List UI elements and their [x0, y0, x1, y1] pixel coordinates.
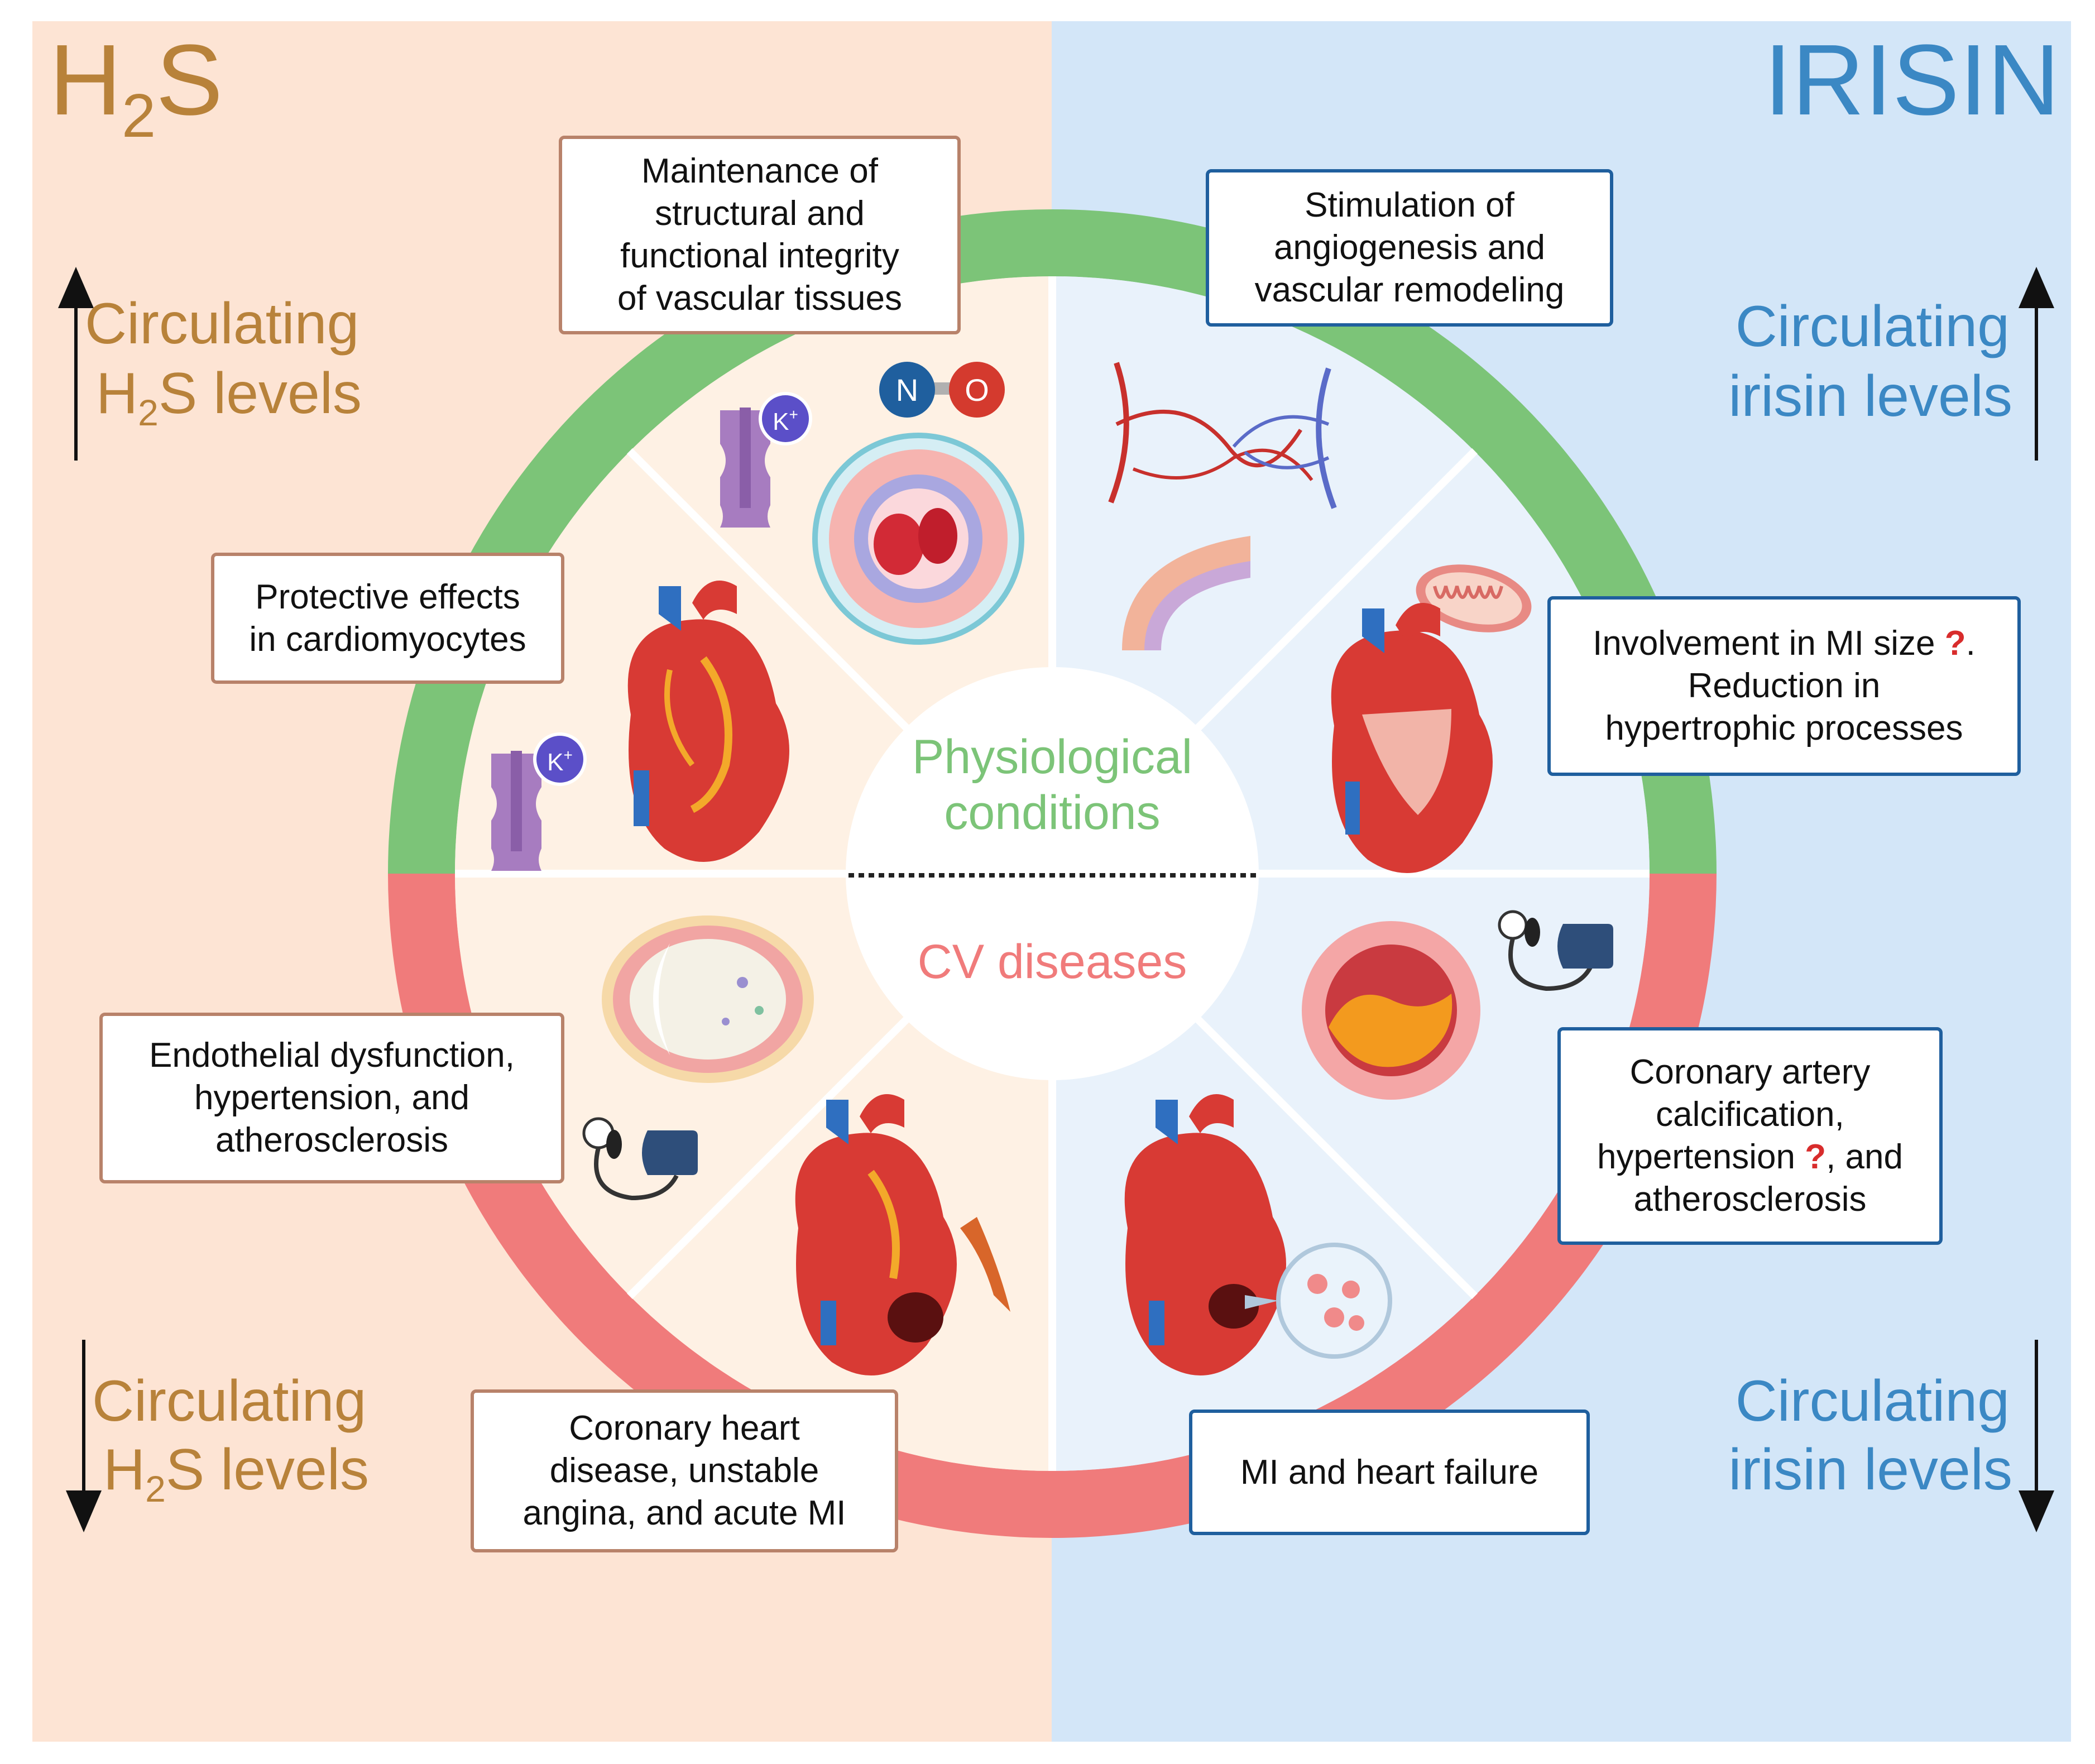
cardiomyocytes-line-2: in cardiomyocytes — [249, 620, 526, 659]
mi-size-line-1: Involvement in MI size ?. — [1593, 624, 1976, 663]
endothelial-line-1: Endothelial dysfunction, — [149, 1036, 515, 1075]
question-mark: ? — [1805, 1138, 1826, 1176]
atherosclerotic-vessel-icon — [602, 915, 814, 1083]
mi-size-box: Involvement in MI size ?. Reduction in h… — [1547, 596, 2021, 776]
potassium-channel-icon: K+ — [720, 392, 812, 528]
mi-size-line-3: hypertrophic processes — [1605, 709, 1963, 747]
coronary-calcification-box: Coronary artery calcification, hypertens… — [1557, 1027, 1943, 1245]
h2s-up-arrow-icon — [58, 267, 94, 461]
angiogenesis-line-2: angiogenesis and — [1273, 228, 1546, 267]
nitric-oxide-molecule-icon: N O — [879, 362, 1005, 418]
irisin-down-label-line1: Circulating — [1736, 1369, 2010, 1434]
coronary-calc-line-3: hypertension ?, and — [1597, 1138, 1904, 1176]
mitochondrion-icon — [1416, 564, 1532, 632]
mi-size-line-2: Reduction in — [1687, 667, 1881, 705]
physiological-label-line2: conditions — [944, 786, 1160, 840]
h2s-title: H2S — [49, 24, 223, 150]
irisin-up-label-line2: irisin levels — [1728, 364, 2012, 429]
disease-ring-arc — [388, 874, 1717, 1538]
cardiomyocytes-box: Protective effects in cardiomyocytes — [211, 553, 564, 684]
vascular-integrity-box: Maintenance of structural and functional… — [559, 136, 961, 334]
h2s-up-label-line1: Circulating — [85, 291, 359, 356]
vascular-integrity-line-4: of vascular tissues — [617, 279, 902, 318]
vessel-wall-icon — [1122, 536, 1250, 650]
cv-diseases-label: CV diseases — [918, 935, 1187, 989]
blood-vessel-cross-section-icon — [812, 433, 1024, 645]
heart-cross-section-icon — [1331, 603, 1493, 873]
calcified-artery-icon — [1302, 921, 1480, 1100]
cardiomyocytes-line-1: Protective effects — [255, 577, 520, 616]
endothelial-line-2: hypertension, and — [194, 1078, 469, 1117]
heart-failure-icon — [1124, 1094, 1392, 1375]
angiogenesis-line-3: vascular remodeling — [1254, 271, 1565, 309]
svg-text:K+: K+ — [547, 746, 573, 776]
irisin-title: IRISIN — [1764, 24, 2060, 136]
h2s-down-arrow-icon — [66, 1340, 102, 1532]
coronary-heart-line-1: Coronary heart — [569, 1409, 800, 1447]
svg-text:N: N — [896, 372, 918, 408]
angiogenesis-line-1: Stimulation of — [1305, 186, 1514, 224]
coronary-heart-disease-box: Coronary heart disease, unstable angina,… — [471, 1389, 898, 1552]
endothelial-dysfunction-box: Endothelial dysfunction, hypertension, a… — [99, 1013, 564, 1183]
blood-pressure-cuff-icon — [582, 1117, 698, 1201]
irisin-down-arrow-icon — [2019, 1340, 2054, 1532]
h2s-down-label-line1: Circulating — [92, 1369, 366, 1434]
vascular-integrity-line-3: functional integrity — [620, 237, 899, 275]
coronary-calc-line-4: atherosclerosis — [1633, 1180, 1867, 1219]
h2s-up-label-line2: H2S levels — [96, 361, 362, 433]
heart-infarct-icon — [795, 1094, 1010, 1375]
coronary-heart-line-3: angina, and acute MI — [522, 1494, 846, 1532]
mi-heart-failure-text: MI and heart failure — [1240, 1453, 1539, 1492]
mi-heart-failure-box: MI and heart failure — [1189, 1410, 1590, 1535]
irisin-up-arrow-icon — [2019, 267, 2054, 461]
blood-pressure-cuff-icon — [1498, 910, 1613, 991]
coronary-calc-line-1: Coronary artery — [1629, 1053, 1871, 1091]
heart-icon — [627, 581, 789, 862]
vascular-integrity-line-2: structural and — [655, 194, 865, 233]
irisin-down-label-line2: irisin levels — [1728, 1437, 2012, 1502]
physiological-label-line1: Physiological — [912, 730, 1192, 784]
coronary-calc-line-2: calcification, — [1656, 1095, 1844, 1134]
svg-text:O: O — [965, 372, 989, 408]
potassium-channel-icon: K+ — [491, 732, 587, 871]
h2s-down-label-line2: H2S levels — [103, 1437, 369, 1509]
irisin-up-label-line1: Circulating — [1736, 294, 2010, 359]
physiological-ring-arc — [388, 209, 1717, 874]
angiogenesis-vessels-icon — [1108, 362, 1337, 509]
angiogenesis-box: Stimulation of angiogenesis and vascular… — [1206, 169, 1613, 327]
question-mark: ? — [1944, 624, 1966, 663]
vascular-integrity-line-1: Maintenance of — [641, 152, 878, 190]
svg-text:K+: K+ — [773, 406, 798, 435]
endothelial-line-3: atherosclerosis — [215, 1121, 448, 1159]
coronary-heart-line-2: disease, unstable — [549, 1451, 819, 1490]
